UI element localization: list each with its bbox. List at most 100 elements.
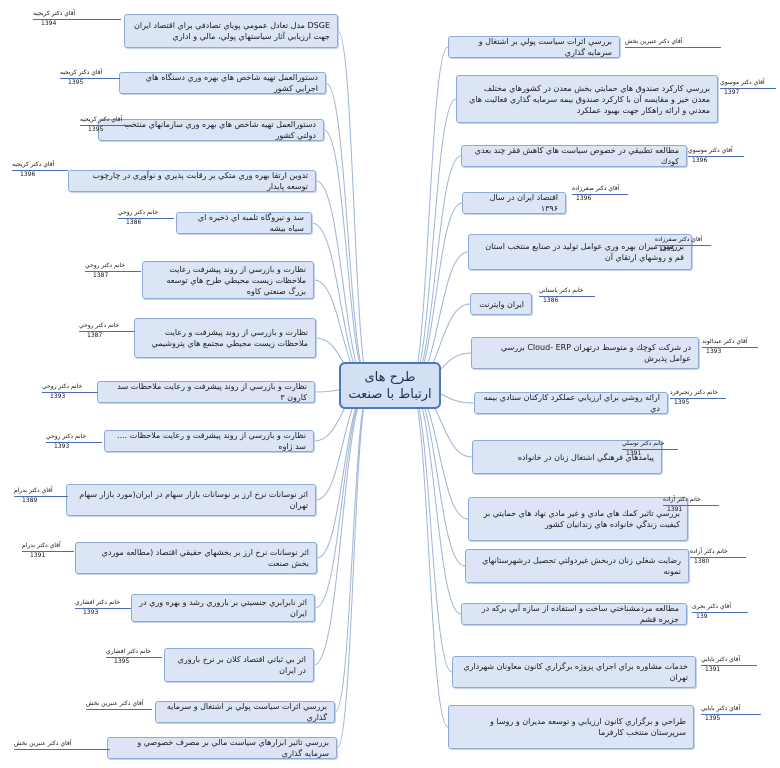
- topic-text: اثر نوسانات نرخ ارز بر بخشهاي حقيقي اقتص…: [101, 548, 309, 568]
- label-underline: [75, 608, 131, 609]
- label-underline: [663, 505, 719, 506]
- author-label: آقاي دكتر عبدالوند: [702, 338, 748, 345]
- label-underline: [106, 657, 162, 658]
- left-topic[interactable]: بررسي تاثير ابزارهاي سياست مالي بر مصرف …: [107, 737, 337, 759]
- year-label: 1395: [114, 658, 130, 665]
- label-underline: [572, 194, 628, 195]
- left-topic[interactable]: تدوين ارتقا بهره وري متكي بر رقابت پذيري…: [68, 170, 316, 192]
- topic-text: بررسي كاركرد صندوق هاي حمايتي بخش معدن د…: [469, 83, 710, 115]
- year-label: 1386: [543, 297, 559, 304]
- topic-text: اثر نوسانات نرخ ارز بر نوسانات بازار سها…: [79, 490, 308, 510]
- right-topic[interactable]: در شركت كوچك و متوسط درتهران Cloud- ERP …: [471, 337, 699, 369]
- year-label: 1393: [706, 348, 722, 355]
- topic-text: سد و نيروگاه تلمبه اي ذخيره اي سياه بيشه: [197, 213, 304, 233]
- left-topic[interactable]: دستورالعمل تهيه شاخص هاي بهره وري سازمان…: [98, 119, 324, 141]
- topic-text: نظارت و بازرسي از روند پيشرفت و رعايت مل…: [117, 431, 306, 451]
- topic-text: نظارت و بازرسي از روند پيشرفت و رعايت مل…: [151, 328, 308, 348]
- year-label: 1396: [692, 157, 708, 164]
- label-underline: [720, 88, 776, 89]
- right-topic[interactable]: ارائه روشي براي ارزيابي عملكرد كاركنان س…: [474, 392, 668, 414]
- right-topic[interactable]: بررسي تاثير كمك هاي مادي و غير مادي نهاد…: [468, 497, 688, 541]
- year-label: 1393: [50, 393, 66, 400]
- label-underline: [670, 398, 726, 399]
- left-topic[interactable]: نظارت و بازرسي از روند پيشرفت و رعايت مل…: [104, 430, 314, 452]
- right-topic[interactable]: ايران وايترنت: [470, 293, 532, 315]
- label-underline: [79, 331, 135, 332]
- year-label: 1394: [41, 20, 57, 27]
- left-topic[interactable]: نظارت و بازرسي از روند پيشرفت و رعايت مل…: [97, 381, 315, 403]
- right-topic[interactable]: طراحي و برگزاري كانون ارزيابي و توسعه مد…: [448, 705, 694, 749]
- topic-text: در شركت كوچك و متوسط درتهران Cloud- ERP …: [500, 343, 691, 363]
- left-topic[interactable]: اثر نوسانات نرخ ارز بر بخشهاي حقيقي اقتص…: [75, 542, 317, 574]
- connector-curve: [409, 155, 462, 387]
- topic-text: طراحي و برگزاري كانون ارزيابي و توسعه مد…: [490, 717, 686, 737]
- year-label: 1396: [576, 195, 592, 202]
- year-label: 1397: [724, 89, 740, 96]
- label-underline: [33, 19, 121, 20]
- left-topic[interactable]: دستورالعمل تهيه شاخص هاي بهره وري دستگاه…: [119, 72, 326, 94]
- author-label: خانم دكتر روحي: [79, 322, 120, 329]
- right-topic[interactable]: بررسي كاركرد صندوق هاي حمايتي بخش معدن د…: [456, 75, 718, 123]
- central-topic[interactable]: طرح های ارتباط با صنعت: [339, 362, 441, 409]
- left-topic[interactable]: اثر نوسانات نرخ ارز بر نوسانات بازار سها…: [66, 484, 316, 516]
- right-topic[interactable]: مطالعه تطبيقي در خصوص سياست هاي كاهش فقر…: [461, 145, 687, 167]
- topic-text: اثر نابرابري جنسيتي بر باروري رشد و بهره…: [139, 598, 307, 618]
- author-label: خانم دكتر آزاده: [690, 548, 728, 555]
- topic-text: دستورالعمل تهيه شاخص هاي بهره وري دستگاه…: [145, 73, 318, 93]
- year-label: 1380: [694, 558, 710, 565]
- label-underline: [622, 449, 678, 450]
- connector-curve: [323, 129, 371, 387]
- label-underline: [688, 156, 744, 157]
- year-label: 1393: [83, 609, 99, 616]
- year-label: 1391: [626, 450, 642, 457]
- label-underline: [60, 78, 120, 79]
- year-label: 1395: [674, 399, 690, 406]
- author-label: آقاي دكتر صفرزاده: [655, 236, 703, 243]
- central-topic-line-2: ارتباط با صنعت: [348, 386, 432, 402]
- left-topic[interactable]: نظارت و بازرسي از روند پيشرفت و رعايت مل…: [134, 318, 316, 358]
- author-label: آقاي دكتر بدرام: [22, 542, 61, 549]
- topic-text: بررسي تاثير كمك هاي مادي و غير مادي نهاد…: [483, 509, 680, 529]
- topic-text: رضايت شغلي زنان دربخش غيردولتي تحصيل درش…: [482, 556, 681, 576]
- author-label: خانم دكتر افشاري: [106, 648, 151, 655]
- left-topic[interactable]: اثر نابرابري جنسيتي بر باروري رشد و بهره…: [131, 594, 315, 622]
- topic-text: بررسي اثرات سياست پولي بر اشتغال و سرماي…: [478, 37, 612, 57]
- right-topic[interactable]: بررسي ميزان بهره وري عوامل توليد در صناي…: [468, 234, 692, 270]
- author-label: آقاي دكتر كريجيه: [60, 69, 103, 76]
- connector-curve: [409, 202, 463, 387]
- topic-text: بررسي اثرات سياست پولي بر اشتغال و سرماي…: [166, 702, 327, 722]
- right-topic[interactable]: رضايت شغلي زنان دربخش غيردولتي تحصيل درش…: [465, 549, 689, 583]
- label-underline: [46, 442, 102, 443]
- author-label: آقاي دكتر عنبرين بخش: [625, 38, 683, 45]
- author-label: آقاي دكتر موسوي: [688, 147, 733, 154]
- left-topic[interactable]: سد و نيروگاه تلمبه اي ذخيره اي سياه بيشه: [176, 212, 312, 234]
- left-topic[interactable]: بررسي اثرات سياست پولي بر اشتغال و سرماي…: [155, 701, 335, 723]
- year-label: 1389: [22, 497, 38, 504]
- left-topic[interactable]: نظارت و بازرسي از روند پيشرفت رعايت ملاح…: [142, 261, 314, 299]
- left-topic[interactable]: اثر بي ثباتي اقتصاد كلان بر نرخ باروري د…: [164, 648, 314, 682]
- author-label: خانم دكتر روحي: [85, 262, 126, 269]
- topic-text: تدوين ارتقا بهره وري متكي بر رقابت پذيري…: [92, 171, 308, 191]
- label-underline: [625, 47, 721, 48]
- author-label: آقاي دكتر صفرزاده: [572, 185, 620, 192]
- right-topic[interactable]: مطالعه مردمشناختي ساخت و استفاده از سازه…: [461, 603, 687, 625]
- author-label: آقاي دكتر بدرام: [14, 487, 53, 494]
- label-underline: [42, 392, 98, 393]
- connector-curve: [409, 385, 462, 615]
- right-topic[interactable]: اقتصاد ايران در سال ۱۳۹۶: [462, 192, 566, 214]
- author-label: خانم دكتر آزاده: [663, 496, 701, 503]
- right-topic[interactable]: پيامدهاي فرهنگي اشتغال زنان در خانواده: [472, 440, 662, 474]
- label-underline: [118, 218, 174, 219]
- author-label: خانم دكتر توسلي: [622, 440, 665, 447]
- label-underline: [692, 612, 748, 613]
- right-topic[interactable]: بررسي اثرات سياست پولي بر اشتغال و سرماي…: [448, 36, 620, 58]
- right-topic[interactable]: خدمات مشاوره براي اجراي پروژه برگزاري كا…: [452, 656, 696, 688]
- year-label: 1395: [705, 715, 721, 722]
- author-label: آقاي دكتر بابايي: [701, 705, 741, 712]
- author-label: خانم دكتر افشاري: [75, 599, 120, 606]
- author-label: خانم دكتر روحي: [118, 209, 159, 216]
- year-label: 1387: [93, 272, 109, 279]
- left-topic[interactable]: DSGE مدل تعادل عمومي پوياي تصادفي براي ا…: [124, 14, 338, 48]
- label-underline: [14, 749, 110, 750]
- author-label: آقاي دكتر كريجيه: [33, 10, 76, 17]
